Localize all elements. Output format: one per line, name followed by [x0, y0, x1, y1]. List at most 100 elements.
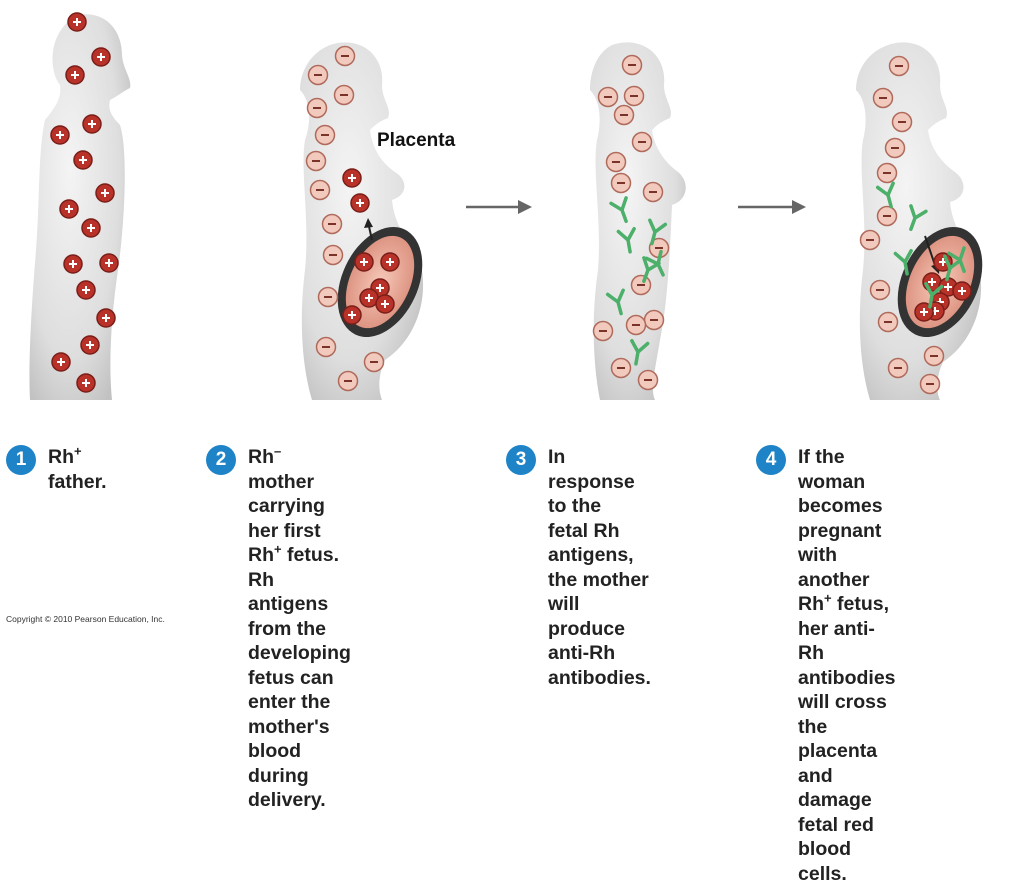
rh-negative-cell — [610, 357, 632, 379]
step-text-fragment: Rh — [798, 593, 824, 615]
step-1-text: Rh+ father. — [48, 445, 107, 494]
rh-positive-antigen — [342, 168, 362, 188]
rh-negative-cell — [625, 314, 647, 336]
step-text-fragment: the mother will — [548, 568, 649, 616]
step-text-fragment: In response to the — [548, 446, 635, 517]
step-line: pregnant with another — [798, 519, 896, 593]
anti-rh-antibody — [924, 282, 944, 309]
rh-sign: – — [274, 443, 282, 459]
mother-figure-3 — [590, 42, 686, 400]
rh-negative-cell — [642, 181, 664, 203]
rh-negative-cell — [307, 64, 329, 86]
anti-rh-antibody — [609, 196, 628, 224]
rh-negative-cell — [363, 351, 385, 373]
rh-negative-cell — [876, 162, 898, 184]
step-line: blood cells. — [798, 837, 896, 886]
step-text-fragment: fetus. Rh — [248, 544, 340, 591]
step-3-badge: 3 — [506, 445, 536, 475]
rh-sign: + — [74, 443, 82, 459]
step-text-fragment: antibodies will cross — [798, 666, 896, 714]
rh-negative-cell — [877, 311, 899, 333]
anti-rh-antibody — [947, 246, 966, 274]
rh-negative-cell — [610, 172, 632, 194]
rh-negative-cell — [315, 336, 337, 358]
step-text-fragment: damage fetal red — [798, 789, 874, 836]
rh-negative-cell — [605, 151, 627, 173]
rh-negative-cell — [334, 45, 356, 67]
process-arrow-2 — [738, 200, 806, 214]
anti-rh-antibody — [875, 181, 895, 209]
step-text-fragment: blood during delivery. — [248, 740, 326, 811]
rh-negative-cell — [314, 124, 336, 146]
step-line: antigens from the — [248, 592, 351, 641]
rh-negative-cell — [592, 320, 614, 342]
step-text-fragment: developing fetus can — [248, 642, 351, 689]
rh-negative-cell — [859, 229, 881, 251]
mother-body-3 — [590, 42, 686, 400]
rh-positive-antigen — [952, 281, 972, 301]
rh-negative-cell — [888, 55, 910, 77]
rh-negative-cell — [597, 86, 619, 108]
step-text-fragment: her first Rh — [248, 519, 321, 567]
rh-incompatibility-figure — [29, 12, 983, 400]
blood-cell-markers — [50, 12, 972, 395]
step-1-badge: 1 — [6, 445, 36, 475]
step-text-fragment: blood cells. — [798, 838, 852, 885]
step-line: damage fetal red — [798, 788, 896, 837]
anti-rh-antibody — [630, 339, 650, 366]
step-text-fragment: antibodies. — [548, 666, 651, 689]
rh-positive-antigen — [51, 352, 71, 372]
rh-positive-antigen — [63, 254, 83, 274]
rh-positive-antigen — [65, 65, 85, 85]
rh-negative-cell — [309, 179, 331, 201]
rh-positive-antigen — [80, 335, 100, 355]
rh-positive-antigen — [342, 305, 362, 325]
rh-positive-antigen — [81, 218, 101, 238]
antigen-arrowhead-2 — [364, 218, 373, 228]
rh-negative-cell — [317, 286, 339, 308]
step-line: enter the mother's — [248, 690, 351, 739]
rh-positive-antigen — [73, 150, 93, 170]
father-body — [29, 14, 131, 400]
rh-negative-cell — [872, 87, 894, 109]
step-line: the mother will — [548, 568, 651, 617]
anti-rh-antibody — [943, 254, 963, 282]
step-line: Rh+ fetus, her anti-Rh — [798, 592, 896, 666]
step-4-badge: 4 — [756, 445, 786, 475]
anti-rh-antibody — [644, 249, 665, 277]
anti-rh-antibody — [893, 249, 913, 276]
step-line: In response to the — [548, 445, 651, 519]
rh-positive-antigen — [91, 47, 111, 67]
rh-negative-cell — [305, 150, 327, 172]
rh-negative-cell — [869, 279, 891, 301]
rh-negative-cell — [630, 274, 652, 296]
step-text-fragment: mother carrying — [248, 470, 325, 518]
step-text-fragment: fetal Rh antigens, — [548, 519, 634, 567]
step-line: Rh– mother carrying — [248, 445, 351, 519]
rh-negative-cell — [306, 97, 328, 119]
step-line: Rh+ father. — [48, 445, 107, 494]
rh-negative-cell — [337, 370, 359, 392]
step-text-fragment: Rh — [248, 446, 274, 468]
rh-negative-cell — [887, 357, 909, 379]
step-text-fragment: produce anti-Rh — [548, 617, 625, 665]
step-text-fragment: pregnant with another — [798, 519, 882, 591]
step-line: antibodies. — [548, 666, 651, 691]
copyright-notice: Copyright © 2010 Pearson Education, Inc. — [6, 614, 165, 624]
rh-negative-cell — [643, 309, 665, 331]
rh-positive-antigen — [95, 183, 115, 203]
rh-negative-cell — [876, 205, 898, 227]
rh-positive-antigen — [96, 308, 116, 328]
step-line: produce anti-Rh — [548, 617, 651, 666]
rh-positive-antigen — [99, 253, 119, 273]
step-line: the placenta and — [798, 715, 896, 789]
rh-negative-cell — [919, 373, 941, 395]
step-line: antibodies will cross — [798, 666, 896, 715]
step-line: fetal Rh antigens, — [548, 519, 651, 568]
step-line: her first Rh+ fetus. Rh — [248, 519, 351, 593]
rh-positive-antigen — [59, 199, 79, 219]
step-text-fragment: enter the mother's — [248, 691, 331, 738]
